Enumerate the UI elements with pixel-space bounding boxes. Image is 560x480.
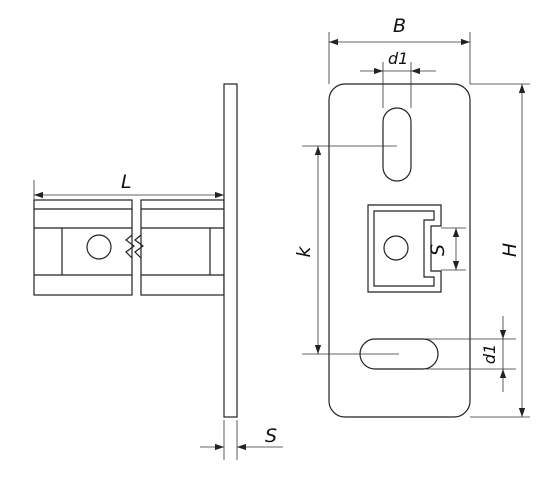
label-d1-side: d1 (480, 344, 499, 364)
channel-beam (33, 199, 225, 296)
dimension-d1-top: d1 (360, 49, 436, 108)
break-line (125, 234, 135, 259)
dimension-S-slot: S (427, 227, 466, 271)
dimension-S-thickness: S (200, 420, 283, 460)
front-view: B d1 k S H (293, 15, 530, 418)
label-L: L (121, 171, 132, 193)
label-S-thickness: S (265, 425, 277, 447)
base-plate-side (223, 83, 238, 418)
label-B: B (393, 15, 406, 37)
dimension-B: B (328, 15, 471, 84)
dimension-L: L (33, 171, 224, 200)
bolt-hole-side (86, 234, 112, 260)
channel-section-inner (373, 210, 435, 287)
dimension-d1-side: d1 (426, 316, 516, 392)
label-S-slot: S (427, 244, 449, 256)
upper-slot (382, 107, 412, 182)
label-d1-top: d1 (388, 49, 408, 68)
bolt-hole-front (383, 235, 409, 261)
label-k: k (293, 246, 315, 258)
label-H: H (499, 243, 521, 257)
dimension-k: k (293, 145, 399, 355)
beam-outline-left (33, 199, 133, 296)
dimension-H: H (470, 83, 530, 418)
side-view: L S (33, 83, 283, 460)
beam-outline-right (140, 199, 225, 296)
